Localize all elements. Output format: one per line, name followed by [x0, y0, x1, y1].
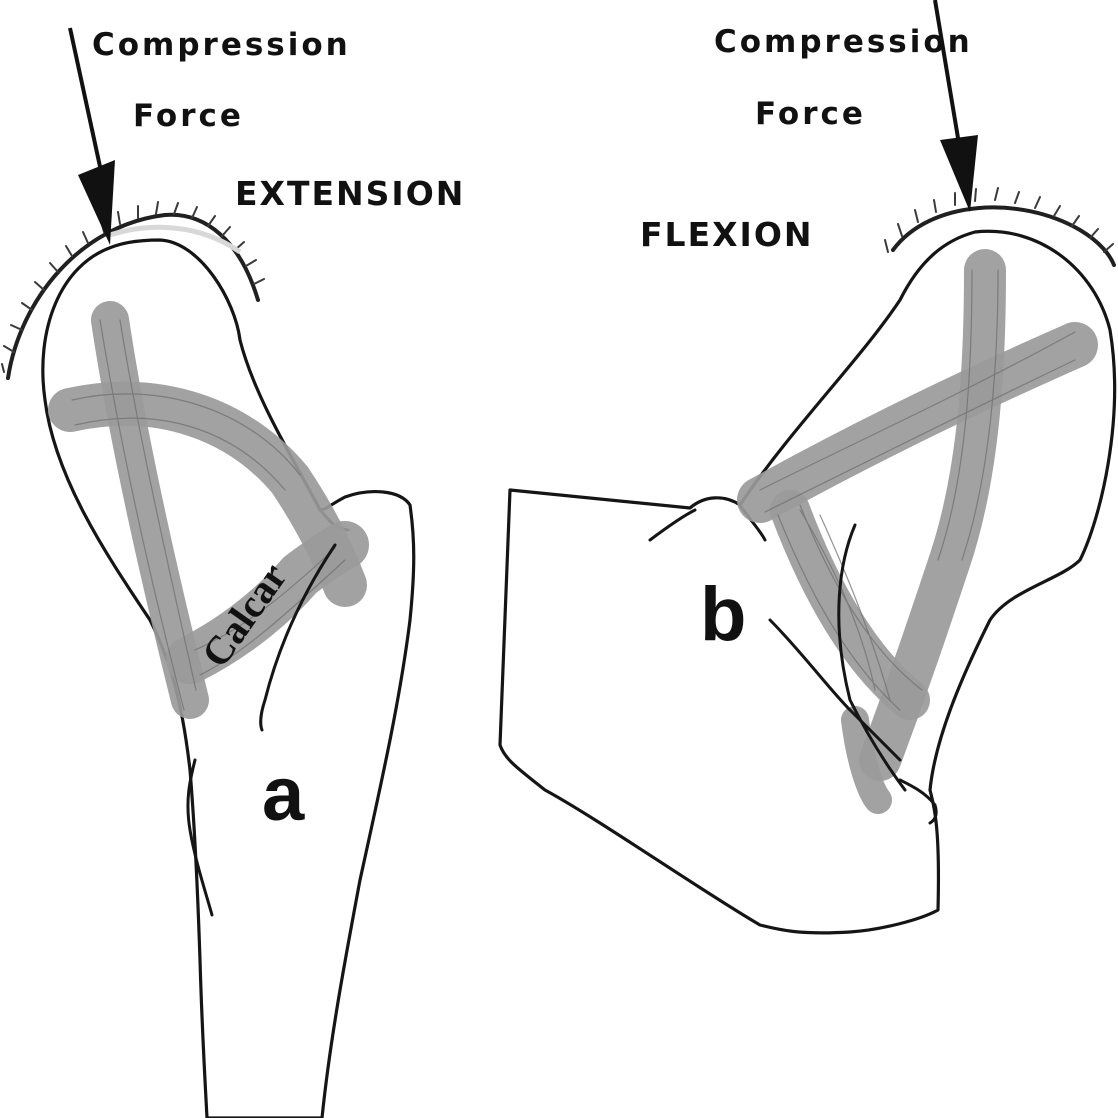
compression-force-arrow-right [933, 0, 978, 212]
flexion-label: FLEXION [640, 215, 814, 254]
force-label-left-line1: Compression [92, 27, 351, 63]
force-label-left-line2: Force [133, 98, 244, 134]
force-label-right-line1: Compression [714, 24, 973, 60]
panel-letter-a: a [262, 752, 305, 837]
trabecular-pattern-right [737, 249, 1098, 814]
panel-b-flexion: Compression Force FLEXION b [498, 0, 1117, 935]
panel-a-extension: Compression Force EXTENSION a Calcar [1, 27, 465, 1118]
intertrochanteric-line-left [259, 543, 337, 732]
femur-outline-left [41, 238, 416, 1118]
extension-label: EXTENSION [235, 174, 465, 213]
panel-letter-b: b [700, 572, 746, 657]
acetabulum-cartilage-left [1, 201, 265, 380]
force-label-right-line2: Force [755, 96, 866, 132]
compression-force-arrow-left [68, 27, 115, 245]
